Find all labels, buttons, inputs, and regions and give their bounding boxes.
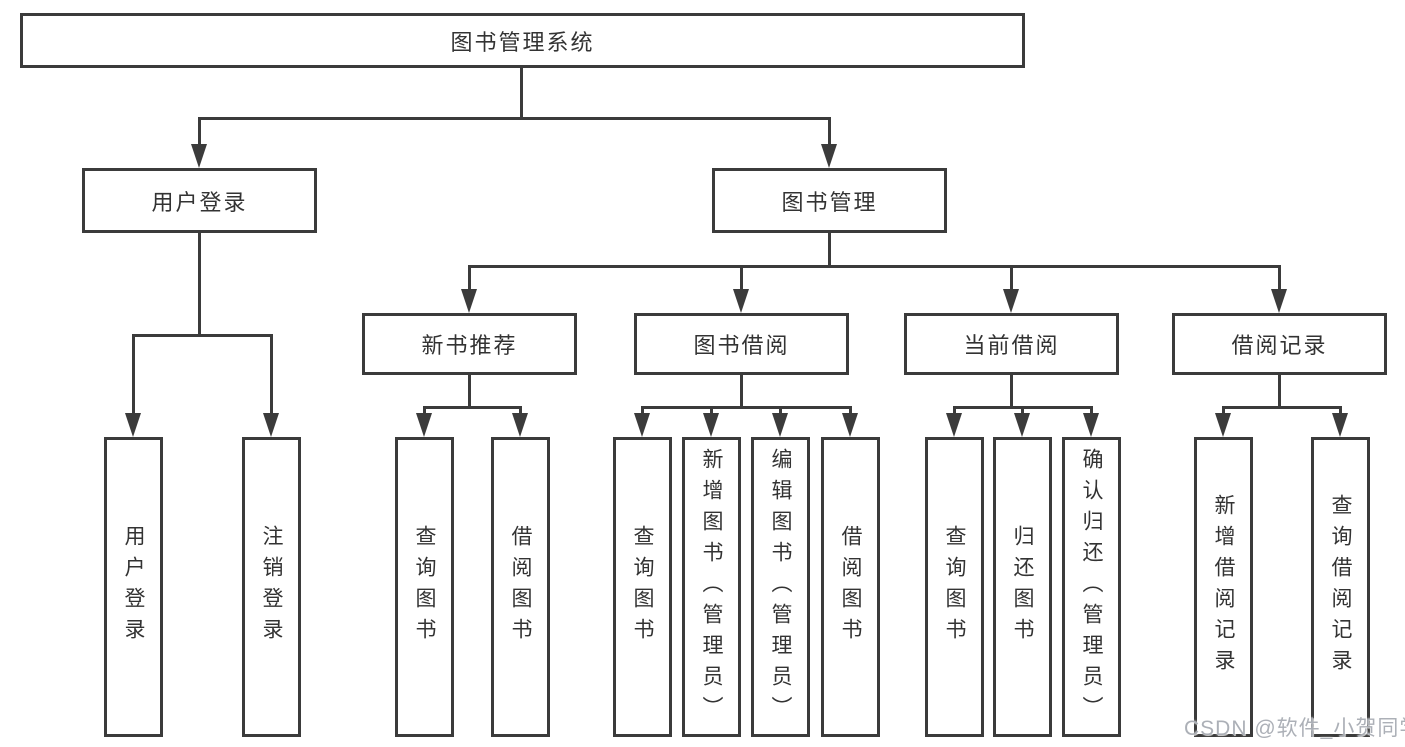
leaf-add-borrow-record: 新增借阅记录 <box>1194 437 1253 737</box>
connector-line <box>740 265 743 293</box>
arrowhead-down-icon <box>946 413 962 437</box>
connector-line <box>1090 406 1093 417</box>
node-book-borrowing-label: 图书借阅 <box>693 333 790 358</box>
node-user-login-label: 用户登录 <box>151 189 248 215</box>
leaf-confirm-return-admin: 确认归还（管理员） <box>1062 437 1121 737</box>
leaf-add-book-admin: 新增图书（管理员） <box>682 437 741 737</box>
connector-line <box>132 334 135 417</box>
node-current-borrowing: 当前借阅 <box>904 313 1119 375</box>
node-current-borrowing-label: 当前借阅 <box>963 333 1060 358</box>
connector-line <box>520 68 523 120</box>
connector-line <box>198 117 831 120</box>
connector-line <box>849 406 852 417</box>
connector-line <box>641 406 644 417</box>
connector-line <box>423 406 426 417</box>
leaf-logout-label: 注销登录 <box>260 525 283 649</box>
connector-line <box>1010 375 1013 409</box>
arrowhead-down-icon <box>703 413 719 437</box>
connector-line <box>710 406 713 417</box>
connector-line <box>740 375 743 409</box>
connector-line <box>1278 265 1281 293</box>
node-book-borrowing: 图书借阅 <box>634 313 849 375</box>
leaf-query-current-borrow-label: 查询图书 <box>943 525 966 649</box>
leaf-return-book-label: 归还图书 <box>1011 525 1034 649</box>
arrowhead-down-icon <box>842 413 858 437</box>
leaf-borrow-book-label: 借阅图书 <box>839 525 862 649</box>
connector-line <box>468 265 1281 268</box>
connector-line <box>1222 406 1342 409</box>
connector-line <box>779 406 782 417</box>
node-user-login: 用户登录 <box>82 168 317 233</box>
arrowhead-down-icon <box>1332 413 1348 437</box>
node-new-book-recommend-label: 新书推荐 <box>421 333 518 358</box>
arrowhead-down-icon <box>821 144 837 168</box>
node-root-label: 图书管理系统 <box>450 29 595 55</box>
leaf-add-book-admin-label: 新增图书（管理员） <box>700 447 723 727</box>
connector-line <box>198 117 201 147</box>
connector-line <box>1278 375 1281 409</box>
arrowhead-down-icon <box>1014 413 1030 437</box>
arrowhead-down-icon <box>263 413 279 437</box>
arrowhead-down-icon <box>1083 413 1099 437</box>
arrowhead-down-icon <box>1215 413 1231 437</box>
leaf-query-borrow-record-label: 查询借阅记录 <box>1329 494 1352 680</box>
connector-line <box>1222 406 1225 417</box>
leaf-borrow-book-recommend: 借阅图书 <box>491 437 550 737</box>
leaf-query-book-label: 查询图书 <box>631 525 654 649</box>
connector-line <box>270 334 273 417</box>
arrowhead-down-icon <box>416 413 432 437</box>
connector-line <box>1339 406 1342 417</box>
arrowhead-down-icon <box>1003 289 1019 313</box>
arrowhead-down-icon <box>772 413 788 437</box>
connector-line <box>468 375 471 409</box>
connector-line <box>198 233 201 336</box>
arrowhead-down-icon <box>191 144 207 168</box>
leaf-edit-book-admin-label: 编辑图书（管理员） <box>769 447 792 727</box>
leaf-user-login-label: 用户登录 <box>122 525 145 649</box>
leaf-query-borrow-record: 查询借阅记录 <box>1311 437 1370 737</box>
connector-line <box>519 406 522 417</box>
arrowhead-down-icon <box>125 413 141 437</box>
node-root: 图书管理系统 <box>20 13 1025 68</box>
connector-line <box>828 233 831 267</box>
leaf-user-login: 用户登录 <box>104 437 163 737</box>
connector-line <box>1021 406 1024 417</box>
leaf-borrow-book-recommend-label: 借阅图书 <box>509 525 532 649</box>
node-book-management-label: 图书管理 <box>781 189 878 215</box>
leaf-borrow-book: 借阅图书 <box>821 437 880 737</box>
leaf-query-book: 查询图书 <box>613 437 672 737</box>
leaf-confirm-return-admin-label: 确认归还（管理员） <box>1080 447 1103 727</box>
connector-line <box>953 406 956 417</box>
node-new-book-recommend: 新书推荐 <box>362 313 577 375</box>
connector-line <box>468 265 471 293</box>
leaf-query-current-borrow: 查询图书 <box>925 437 984 737</box>
connector-line <box>423 406 522 409</box>
leaf-logout: 注销登录 <box>242 437 301 737</box>
leaf-query-book-recommend: 查询图书 <box>395 437 454 737</box>
connector-line <box>828 117 831 147</box>
csdn-watermark: CSDN @软件_小贺同学 <box>1184 717 1405 740</box>
node-book-management: 图书管理 <box>712 168 947 233</box>
arrowhead-down-icon <box>512 413 528 437</box>
arrowhead-down-icon <box>733 289 749 313</box>
connector-line <box>641 406 852 409</box>
connector-line <box>1010 265 1013 293</box>
arrowhead-down-icon <box>461 289 477 313</box>
leaf-return-book: 归还图书 <box>993 437 1052 737</box>
node-borrow-records-label: 借阅记录 <box>1231 333 1328 358</box>
node-borrow-records: 借阅记录 <box>1172 313 1387 375</box>
connector-line <box>132 334 273 337</box>
leaf-query-book-recommend-label: 查询图书 <box>413 525 436 649</box>
arrowhead-down-icon <box>634 413 650 437</box>
arrowhead-down-icon <box>1271 289 1287 313</box>
leaf-edit-book-admin: 编辑图书（管理员） <box>751 437 810 737</box>
leaf-add-borrow-record-label: 新增借阅记录 <box>1212 494 1235 680</box>
